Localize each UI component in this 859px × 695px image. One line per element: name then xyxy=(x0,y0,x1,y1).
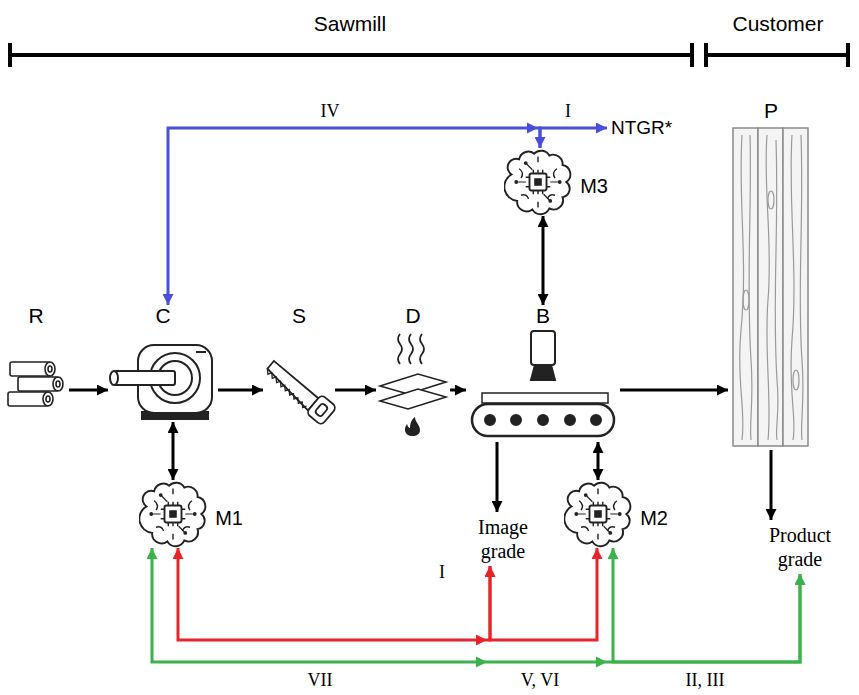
flow-arrow xyxy=(178,548,490,640)
saw-icon xyxy=(262,357,337,426)
output-text: NTGR* xyxy=(611,117,672,139)
ct-scanner-stage: C xyxy=(108,305,218,422)
flow-label: II, III xyxy=(683,670,728,691)
log-stage: R xyxy=(3,305,69,410)
flow-arrow xyxy=(597,442,600,480)
grade-node: Image grade xyxy=(473,512,533,566)
flow-arrow xyxy=(168,128,540,305)
customer-bracket xyxy=(706,43,848,67)
grade-node: Product grade xyxy=(764,520,836,574)
model-node: M3 xyxy=(504,148,608,216)
section-heading: Customer xyxy=(729,12,826,36)
model-label: M1 xyxy=(215,499,243,529)
model-label: M2 xyxy=(640,499,668,529)
grade-text: Product grade xyxy=(769,523,831,571)
output-node: NTGR* xyxy=(607,115,676,141)
flow-arrow xyxy=(770,450,773,520)
flow-arrow xyxy=(152,548,800,662)
flow-arrow xyxy=(450,389,466,392)
stage-letter: R xyxy=(3,305,69,327)
flow-arrow xyxy=(613,548,800,662)
section-heading: Sawmill xyxy=(311,12,389,36)
flow-arrow xyxy=(69,389,108,392)
board-scanner-icon xyxy=(472,331,614,436)
callout-number: I xyxy=(436,562,448,583)
flow-label: I xyxy=(562,101,574,122)
model-brain-icon xyxy=(504,151,570,215)
stage-letter: D xyxy=(376,305,450,327)
stage-letter: C xyxy=(108,305,218,327)
board-scanner-stage: B xyxy=(466,305,620,442)
callout-number: V, VI xyxy=(518,670,562,691)
log-pile-icon xyxy=(8,362,63,406)
flow-arrow xyxy=(620,389,728,392)
sawmill-bracket xyxy=(10,43,692,67)
flow-arrow xyxy=(542,216,545,305)
stage-letter: B xyxy=(466,305,620,327)
stage-letter: S xyxy=(263,305,335,327)
flow-arrow xyxy=(172,422,175,480)
stage-letter: P xyxy=(728,100,814,122)
saw-stage: S xyxy=(263,305,335,427)
flow-arrow xyxy=(335,389,376,392)
ct-scanner-icon xyxy=(110,345,212,419)
dryer-stage: D xyxy=(376,305,450,439)
flow-arrow xyxy=(540,128,607,148)
model-node: M2 xyxy=(564,480,668,548)
grade-text: Image grade xyxy=(478,515,528,563)
flow-arrow xyxy=(218,389,263,392)
product-stage: P xyxy=(728,100,814,450)
model-node: M1 xyxy=(139,480,243,548)
model-brain-icon xyxy=(564,483,630,547)
model-label: M3 xyxy=(580,167,608,197)
flow-arrow xyxy=(496,442,499,512)
flow-label: IV xyxy=(318,101,343,122)
flow-label: VII xyxy=(305,670,336,691)
plank-product-icon xyxy=(733,128,808,446)
model-brain-icon xyxy=(139,483,205,547)
dryer-icon xyxy=(380,334,446,436)
